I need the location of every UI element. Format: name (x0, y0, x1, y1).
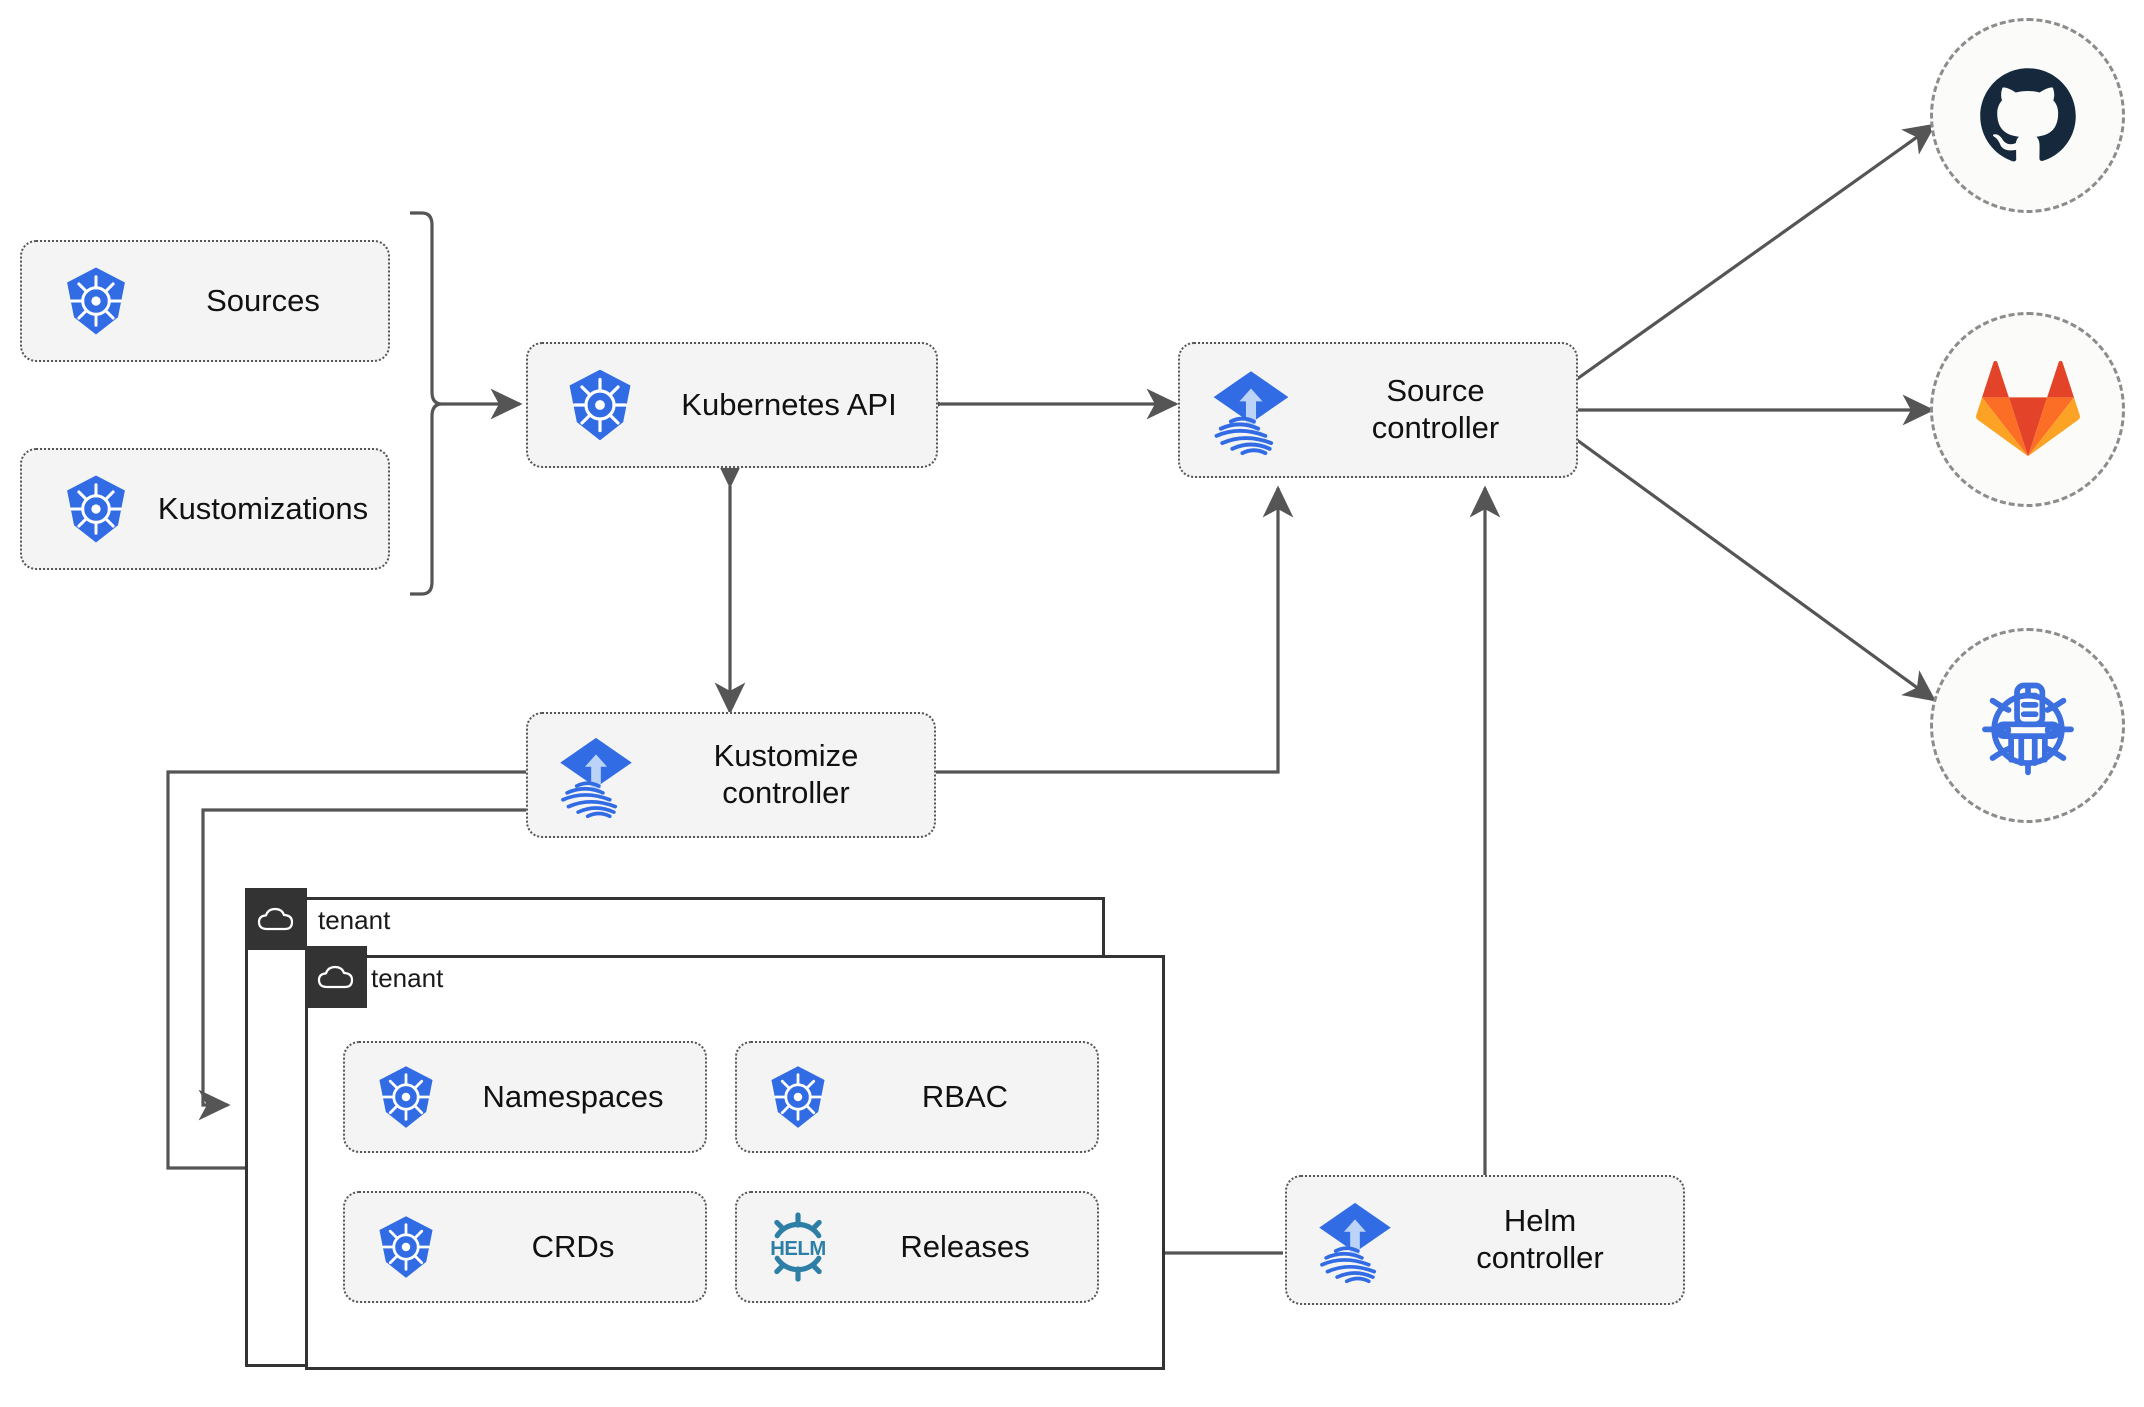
flux-icon (1305, 1190, 1405, 1290)
node-sources[interactable]: Sources (20, 240, 390, 362)
github-icon (1979, 67, 2076, 161)
gitlab-icon (1975, 360, 2080, 456)
flux-icon (546, 725, 646, 825)
repo-circle-gitlab[interactable] (1930, 312, 2125, 507)
repo-circle-helm-repository[interactable] (1930, 628, 2125, 823)
node-label: Kustomizations (157, 490, 369, 526)
node-label: Kustomize controller (713, 738, 859, 810)
kubernetes-icon (755, 1054, 841, 1140)
cloud-icon (317, 965, 354, 989)
kubernetes-icon (363, 1204, 449, 1290)
tenant-tab-inner (305, 946, 367, 1008)
node-label: CRDs (531, 1228, 615, 1264)
kubernetes-icon (363, 1054, 449, 1140)
node-kustomizations[interactable]: Kustomizations (20, 448, 390, 570)
svg-text:HELM: HELM (770, 1238, 826, 1260)
kubernetes-icon (46, 251, 146, 351)
cloud-icon (257, 907, 294, 931)
flux-icon (1198, 358, 1303, 463)
tenant-label: tenant (318, 905, 391, 935)
node-label: Helm controller (1476, 1203, 1604, 1275)
node-rbac[interactable]: RBAC (735, 1041, 1099, 1153)
tenant-label: tenant (371, 963, 444, 993)
node-namespaces[interactable]: Namespaces (343, 1041, 707, 1153)
kubernetes-icon (550, 355, 650, 455)
node-helm-controller[interactable]: Helm controller (1285, 1175, 1685, 1305)
kubernetes-icon (46, 459, 146, 559)
node-kustomize-controller[interactable]: Kustomize controller (526, 712, 936, 838)
helm-icon: HELM (755, 1204, 841, 1290)
node-label: Namespaces (482, 1078, 664, 1114)
node-label: RBAC (921, 1078, 1009, 1114)
node-source-controller[interactable]: Source controller (1178, 342, 1578, 478)
node-label: Source controller (1371, 373, 1500, 445)
node-label: Kubernetes API (681, 386, 897, 422)
tenant-tab-outer (245, 888, 307, 950)
node-label: Releases (900, 1228, 1030, 1264)
node-label: Sources (206, 282, 320, 318)
helm-repository-icon (1981, 682, 2074, 775)
node-crds[interactable]: CRDs (343, 1191, 707, 1303)
node-kubernetes-api[interactable]: Kubernetes API (526, 342, 938, 468)
tenant-box-inner[interactable] (305, 955, 1165, 1370)
node-releases[interactable]: HELM Releases (735, 1191, 1099, 1303)
repo-circle-github[interactable] (1930, 18, 2125, 213)
